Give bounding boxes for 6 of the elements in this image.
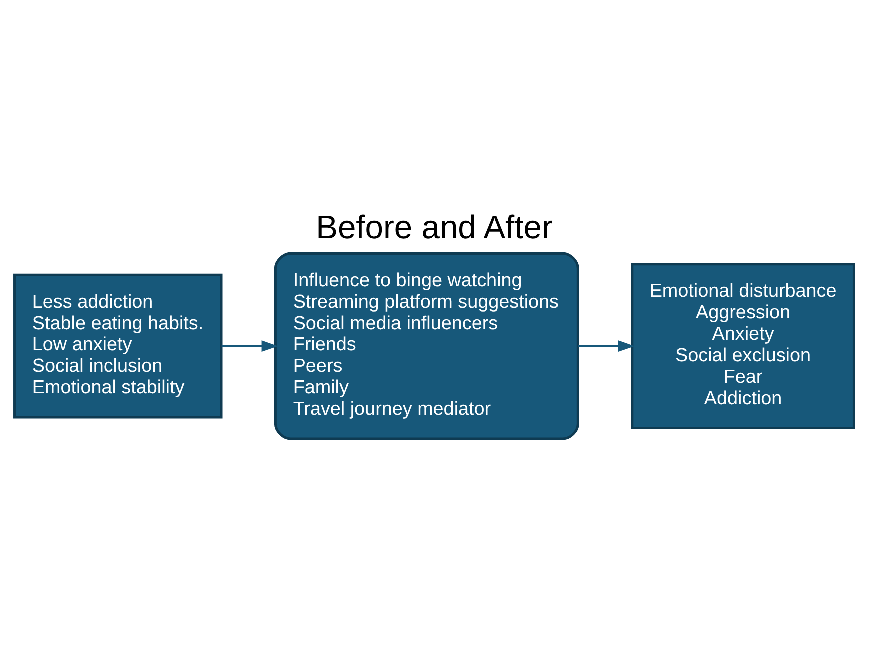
arrow <box>222 340 278 352</box>
diagram-title: Before and After <box>316 208 553 246</box>
arrow <box>578 340 635 352</box>
node-box: Less addiction Stable eating habits. Low anxiety Social inclusion Emotional stability <box>14 274 223 419</box>
node-box: Emotional disturbance Aggression Anxiety Social exclusion Fear Addiction <box>631 263 856 430</box>
node-box: Influence to binge watching Streaming platform suggestions Social media influencers Friends Peers Family Travel journey mediator <box>274 252 580 440</box>
